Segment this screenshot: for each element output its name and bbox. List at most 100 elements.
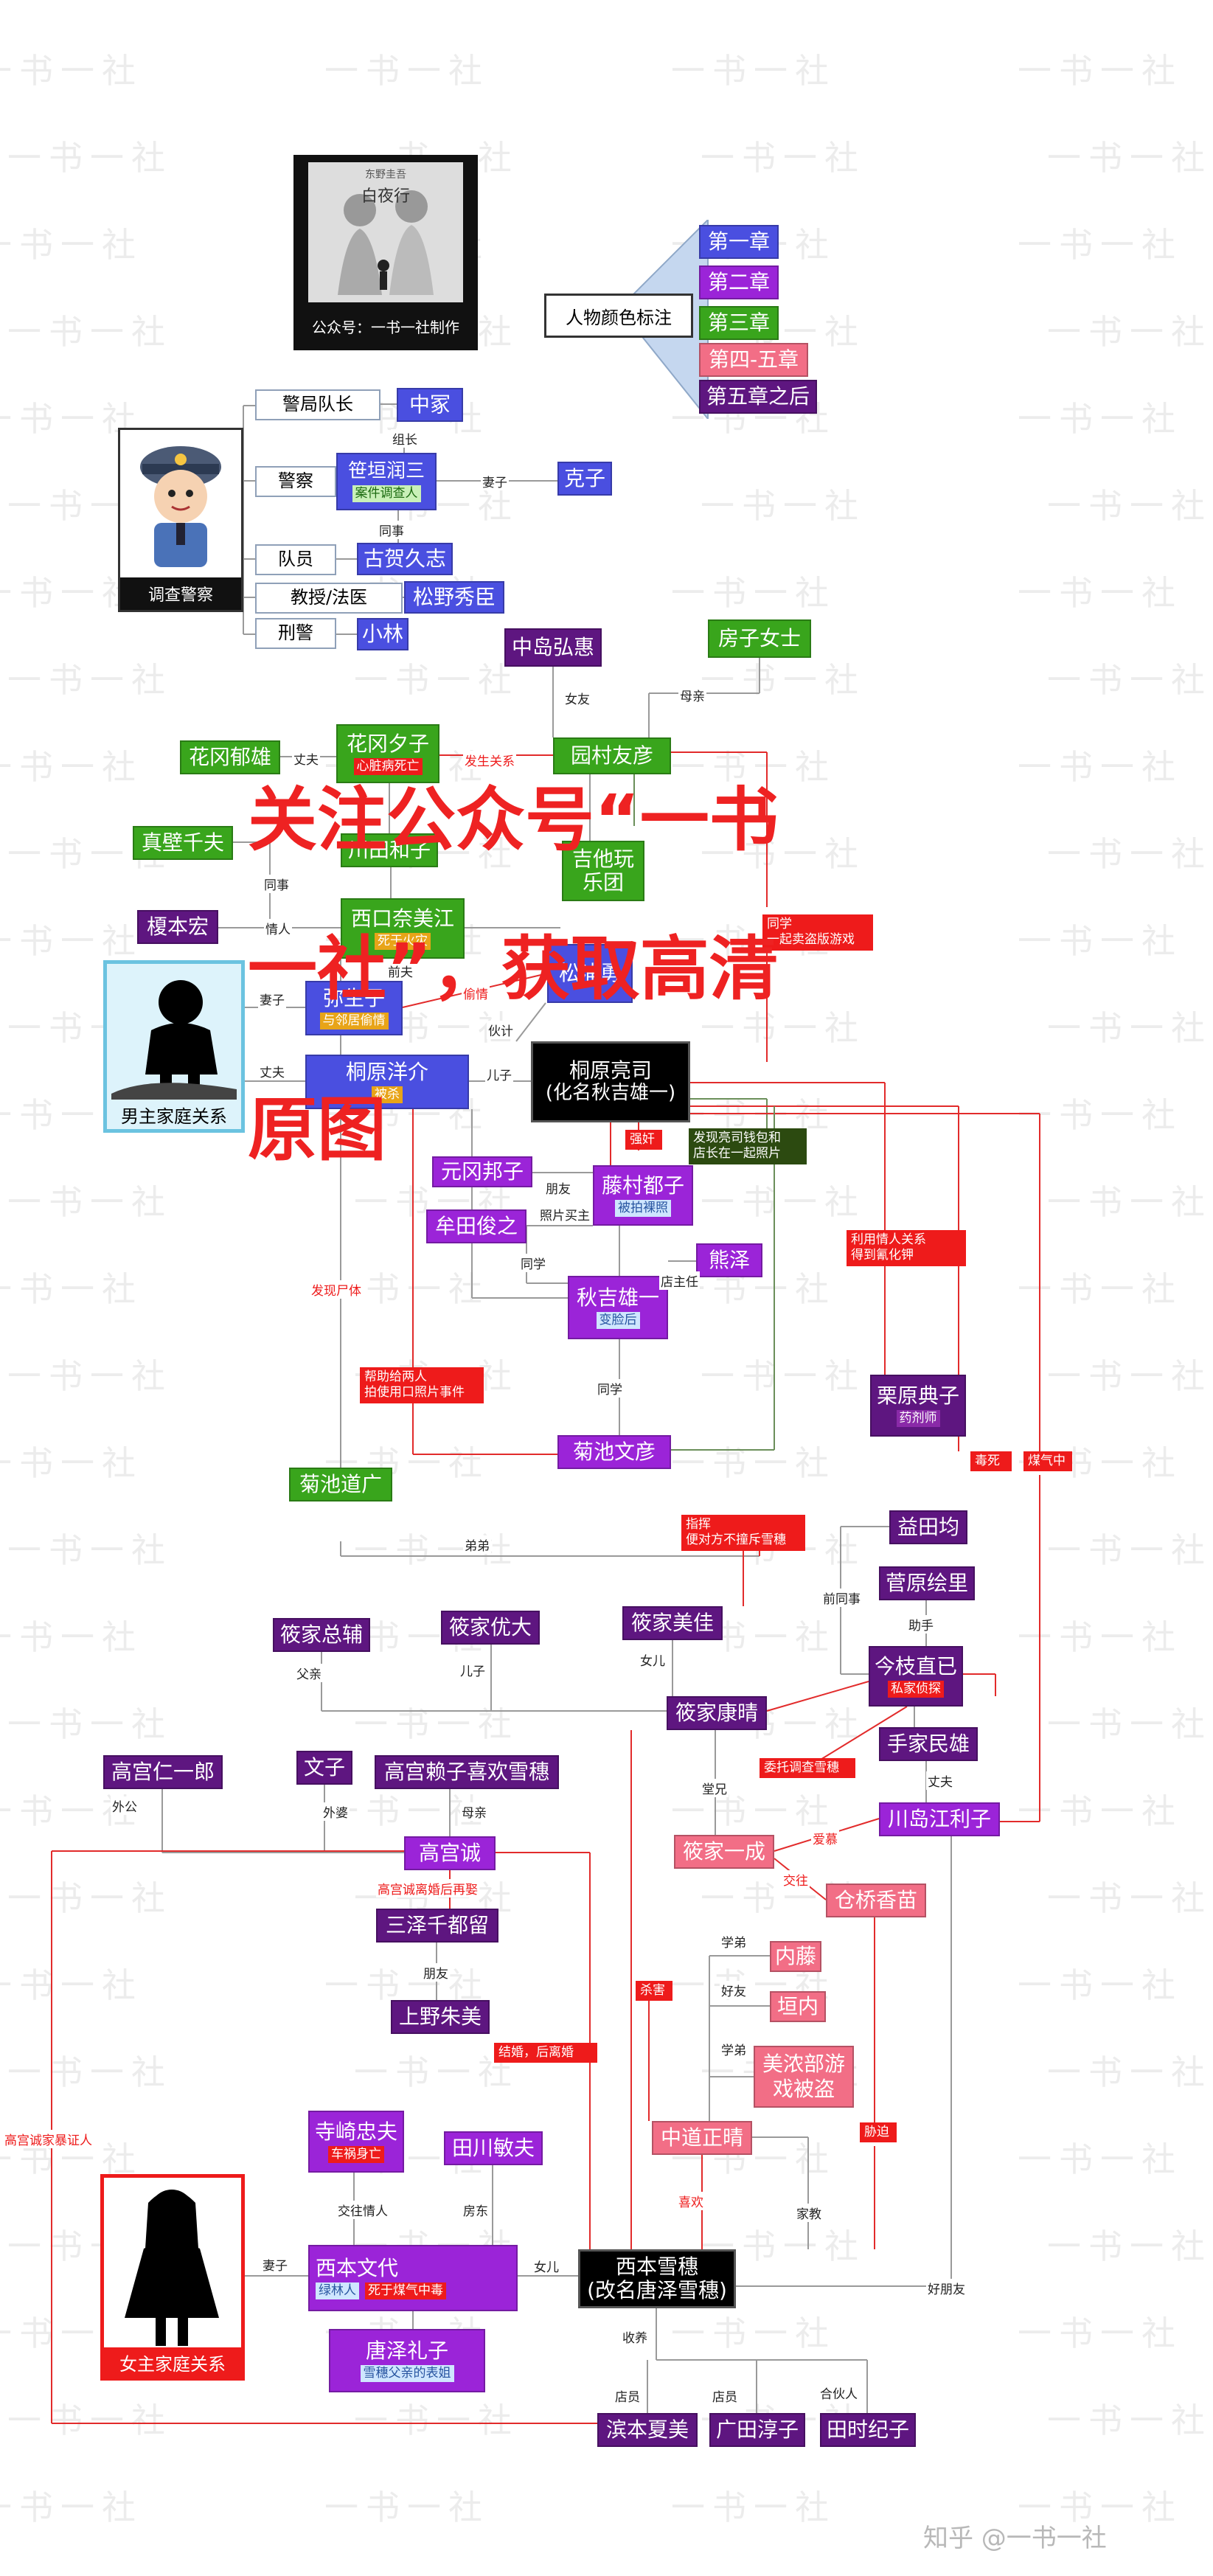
tag-sonomura-note: 同学 一起卖盗版游戏 xyxy=(762,914,873,951)
rel-erzi: 儿子 xyxy=(485,1065,513,1083)
rel-qizi-3: 妻子 xyxy=(261,2255,289,2274)
rel-zhushou: 助手 xyxy=(907,1615,935,1634)
person-hamamoto: 滨本夏美 xyxy=(597,2413,698,2447)
tag-lovers: 利用情人关系 得到氰化钾 xyxy=(847,1230,966,1266)
book-cover: 东野圭吾 白夜行 公众号：一书一社制作 xyxy=(293,155,478,350)
person-nakatsuka: 中冢 xyxy=(397,388,463,422)
rel-waipo: 外婆 xyxy=(322,1802,350,1821)
person-shinozuka-miho: 筱家美佳 xyxy=(622,1606,723,1640)
overlay-line-2: 一社”，获取高清 xyxy=(248,929,779,1010)
book-author: 东野圭吾 xyxy=(365,169,406,181)
person-karasawa-reiko: 唐泽礼子 雪穗父亲的表姐 xyxy=(329,2329,485,2392)
police-avatar: 调查警察 xyxy=(118,428,243,612)
person-music-band: 吉他玩乐团 xyxy=(562,841,644,901)
person-takamiya-makoto: 高宫诚 xyxy=(404,1836,496,1870)
rel-pengyou: 朋友 xyxy=(544,1178,572,1197)
rel-fuqin: 父亲 xyxy=(295,1664,323,1682)
connector-line xyxy=(515,1002,546,1042)
overlay-line-1: 关注公众号“一书 xyxy=(248,780,779,861)
rel-jiajiao: 家教 xyxy=(795,2204,823,2222)
rel-qinren: 情人 xyxy=(264,919,292,937)
female-family-card: 女主家庭关系 xyxy=(100,2174,245,2381)
rel-xihuan: 喜欢 xyxy=(677,2192,705,2210)
rel-mai: 照片买主 xyxy=(538,1205,591,1223)
rel-faxian: 发现尸体 xyxy=(310,1280,363,1299)
role-detective: 刑警 xyxy=(255,618,336,649)
rel-zhangfu-1: 丈夫 xyxy=(292,749,320,768)
person-kawashima: 川岛江利子 xyxy=(879,1802,1000,1836)
rel-tongshi-1: 同事 xyxy=(378,521,406,539)
person-tagawa: 田川敏夫 xyxy=(444,2131,543,2165)
legend-item-2: 第二章 xyxy=(699,265,779,299)
rel-tongxue-1: 同学 xyxy=(519,1254,547,1272)
rel-qizi-1: 妻子 xyxy=(481,472,509,490)
tag-witness: 帮助给两人 拍使用口照片事件 xyxy=(360,1367,484,1403)
person-nakajima: 中岛弘惠 xyxy=(504,628,602,667)
tag-instruct: 指挥 便对方不撞斥雪穗 xyxy=(681,1515,805,1551)
tag-poison: 毒死 xyxy=(970,1451,1012,1472)
rel-waigong: 外公 xyxy=(111,1796,139,1815)
person-koga: 古贺久志 xyxy=(357,543,453,575)
legend-item-4: 第四-五章 xyxy=(699,343,808,377)
rel-touqing: 偷情 xyxy=(462,984,490,1002)
person-matsuno: 松野秀臣 xyxy=(404,581,504,614)
tag-gas: 煤气中 xyxy=(1023,1451,1072,1472)
tag-divorce: 结婚，后离婚 xyxy=(494,2043,597,2063)
person-nishimoto: 西本文代 绿林人 死于煤气中毒 xyxy=(308,2245,518,2311)
tag-kill: 杀害 xyxy=(636,1981,672,2002)
rel-fasheng: 发生关系 xyxy=(463,751,516,769)
rel-xuedi-2: 学弟 xyxy=(720,2040,748,2058)
rel-dianyuan-2: 店员 xyxy=(711,2386,739,2405)
person-kikuchi-fumihiko: 菊池文彦 xyxy=(557,1435,671,1469)
person-ueno: 上野朱美 xyxy=(391,2000,490,2034)
female-family-caption: 女主家庭关系 xyxy=(104,2347,241,2377)
person-shinozuka-sosuke: 筱家总辅 xyxy=(273,1618,370,1652)
connector-line xyxy=(766,1681,869,1712)
person-katsuko: 克子 xyxy=(557,462,612,496)
person-yaeko: 弥生子 与邻居偷情 xyxy=(305,981,403,1035)
police-avatar-caption: 调查警察 xyxy=(120,577,241,610)
male-family-caption: 男主家庭关系 xyxy=(121,1105,227,1127)
rel-hutong: 朋友 xyxy=(422,1963,450,1982)
person-sasagaki: 笹垣润三 案件调查人 xyxy=(336,453,437,510)
rel-jiaowang: 交往 xyxy=(782,1870,810,1889)
role-member: 队员 xyxy=(255,544,336,575)
rel-muqin: 母亲 xyxy=(678,686,706,704)
rel-fangdong: 房东 xyxy=(462,2201,490,2219)
rel-erzi-2: 儿子 xyxy=(459,1661,487,1679)
rel-dianyuan-1: 店员 xyxy=(614,2386,642,2405)
person-shinozuka-yuta: 筱家优大 xyxy=(441,1611,540,1645)
person-matsuura: 松浦勇 xyxy=(547,944,633,1003)
person-kobayashi: 小林 xyxy=(357,618,409,650)
person-fujimura: 藤村都子 被拍裸照 xyxy=(593,1165,693,1226)
person-hanaoka-ikuo: 花冈郁雄 xyxy=(180,740,280,774)
person-hanaoka-yuko: 花冈夕子 心脏病死亡 xyxy=(336,724,439,783)
person-yukiho: 西本雪穗 (改名唐泽雪穗) xyxy=(578,2249,736,2308)
role-police: 警察 xyxy=(255,466,336,497)
person-hirota: 广田淳子 xyxy=(709,2413,805,2447)
person-imaeda: 今枝直已 私家侦探 xyxy=(869,1646,963,1707)
book-cover-illustration xyxy=(308,162,463,302)
rel-shijian: 高宫诚家暴证人 xyxy=(3,2130,94,2148)
rel-jiaowangqingren: 交往情人 xyxy=(336,2201,389,2219)
person-fumiko: 文子 xyxy=(296,1751,352,1785)
person-nakamichi: 中道正晴 xyxy=(652,2121,752,2155)
police-avatar-icon xyxy=(140,446,221,567)
book-title: 白夜行 xyxy=(361,187,410,206)
rel-aimu: 爱慕 xyxy=(811,1829,839,1847)
legend-item-5: 第五章之后 xyxy=(699,380,817,414)
footer-watermark: 知乎 @一书一社 xyxy=(923,2524,1107,2553)
person-kawada: 川田和子 xyxy=(341,833,438,867)
rel-nver: 女儿 xyxy=(639,1650,667,1669)
rel-nvyou: 女友 xyxy=(563,689,591,707)
person-kurahashi: 仓桥香苗 xyxy=(826,1884,926,1917)
rel-haoyou: 好友 xyxy=(720,1981,748,1999)
person-minobe: 美浓部游戏被盗 xyxy=(754,2046,854,2108)
rel-xuedi-1: 学弟 xyxy=(720,1932,748,1951)
person-masuda: 益田均 xyxy=(889,1510,967,1544)
person-teshima: 手家民雄 xyxy=(879,1727,978,1761)
rel-dianzhu: 店主任 xyxy=(659,1271,700,1290)
person-kakiuchi: 垣内 xyxy=(770,1991,826,2022)
rel-shouyang: 收养 xyxy=(621,2327,649,2346)
